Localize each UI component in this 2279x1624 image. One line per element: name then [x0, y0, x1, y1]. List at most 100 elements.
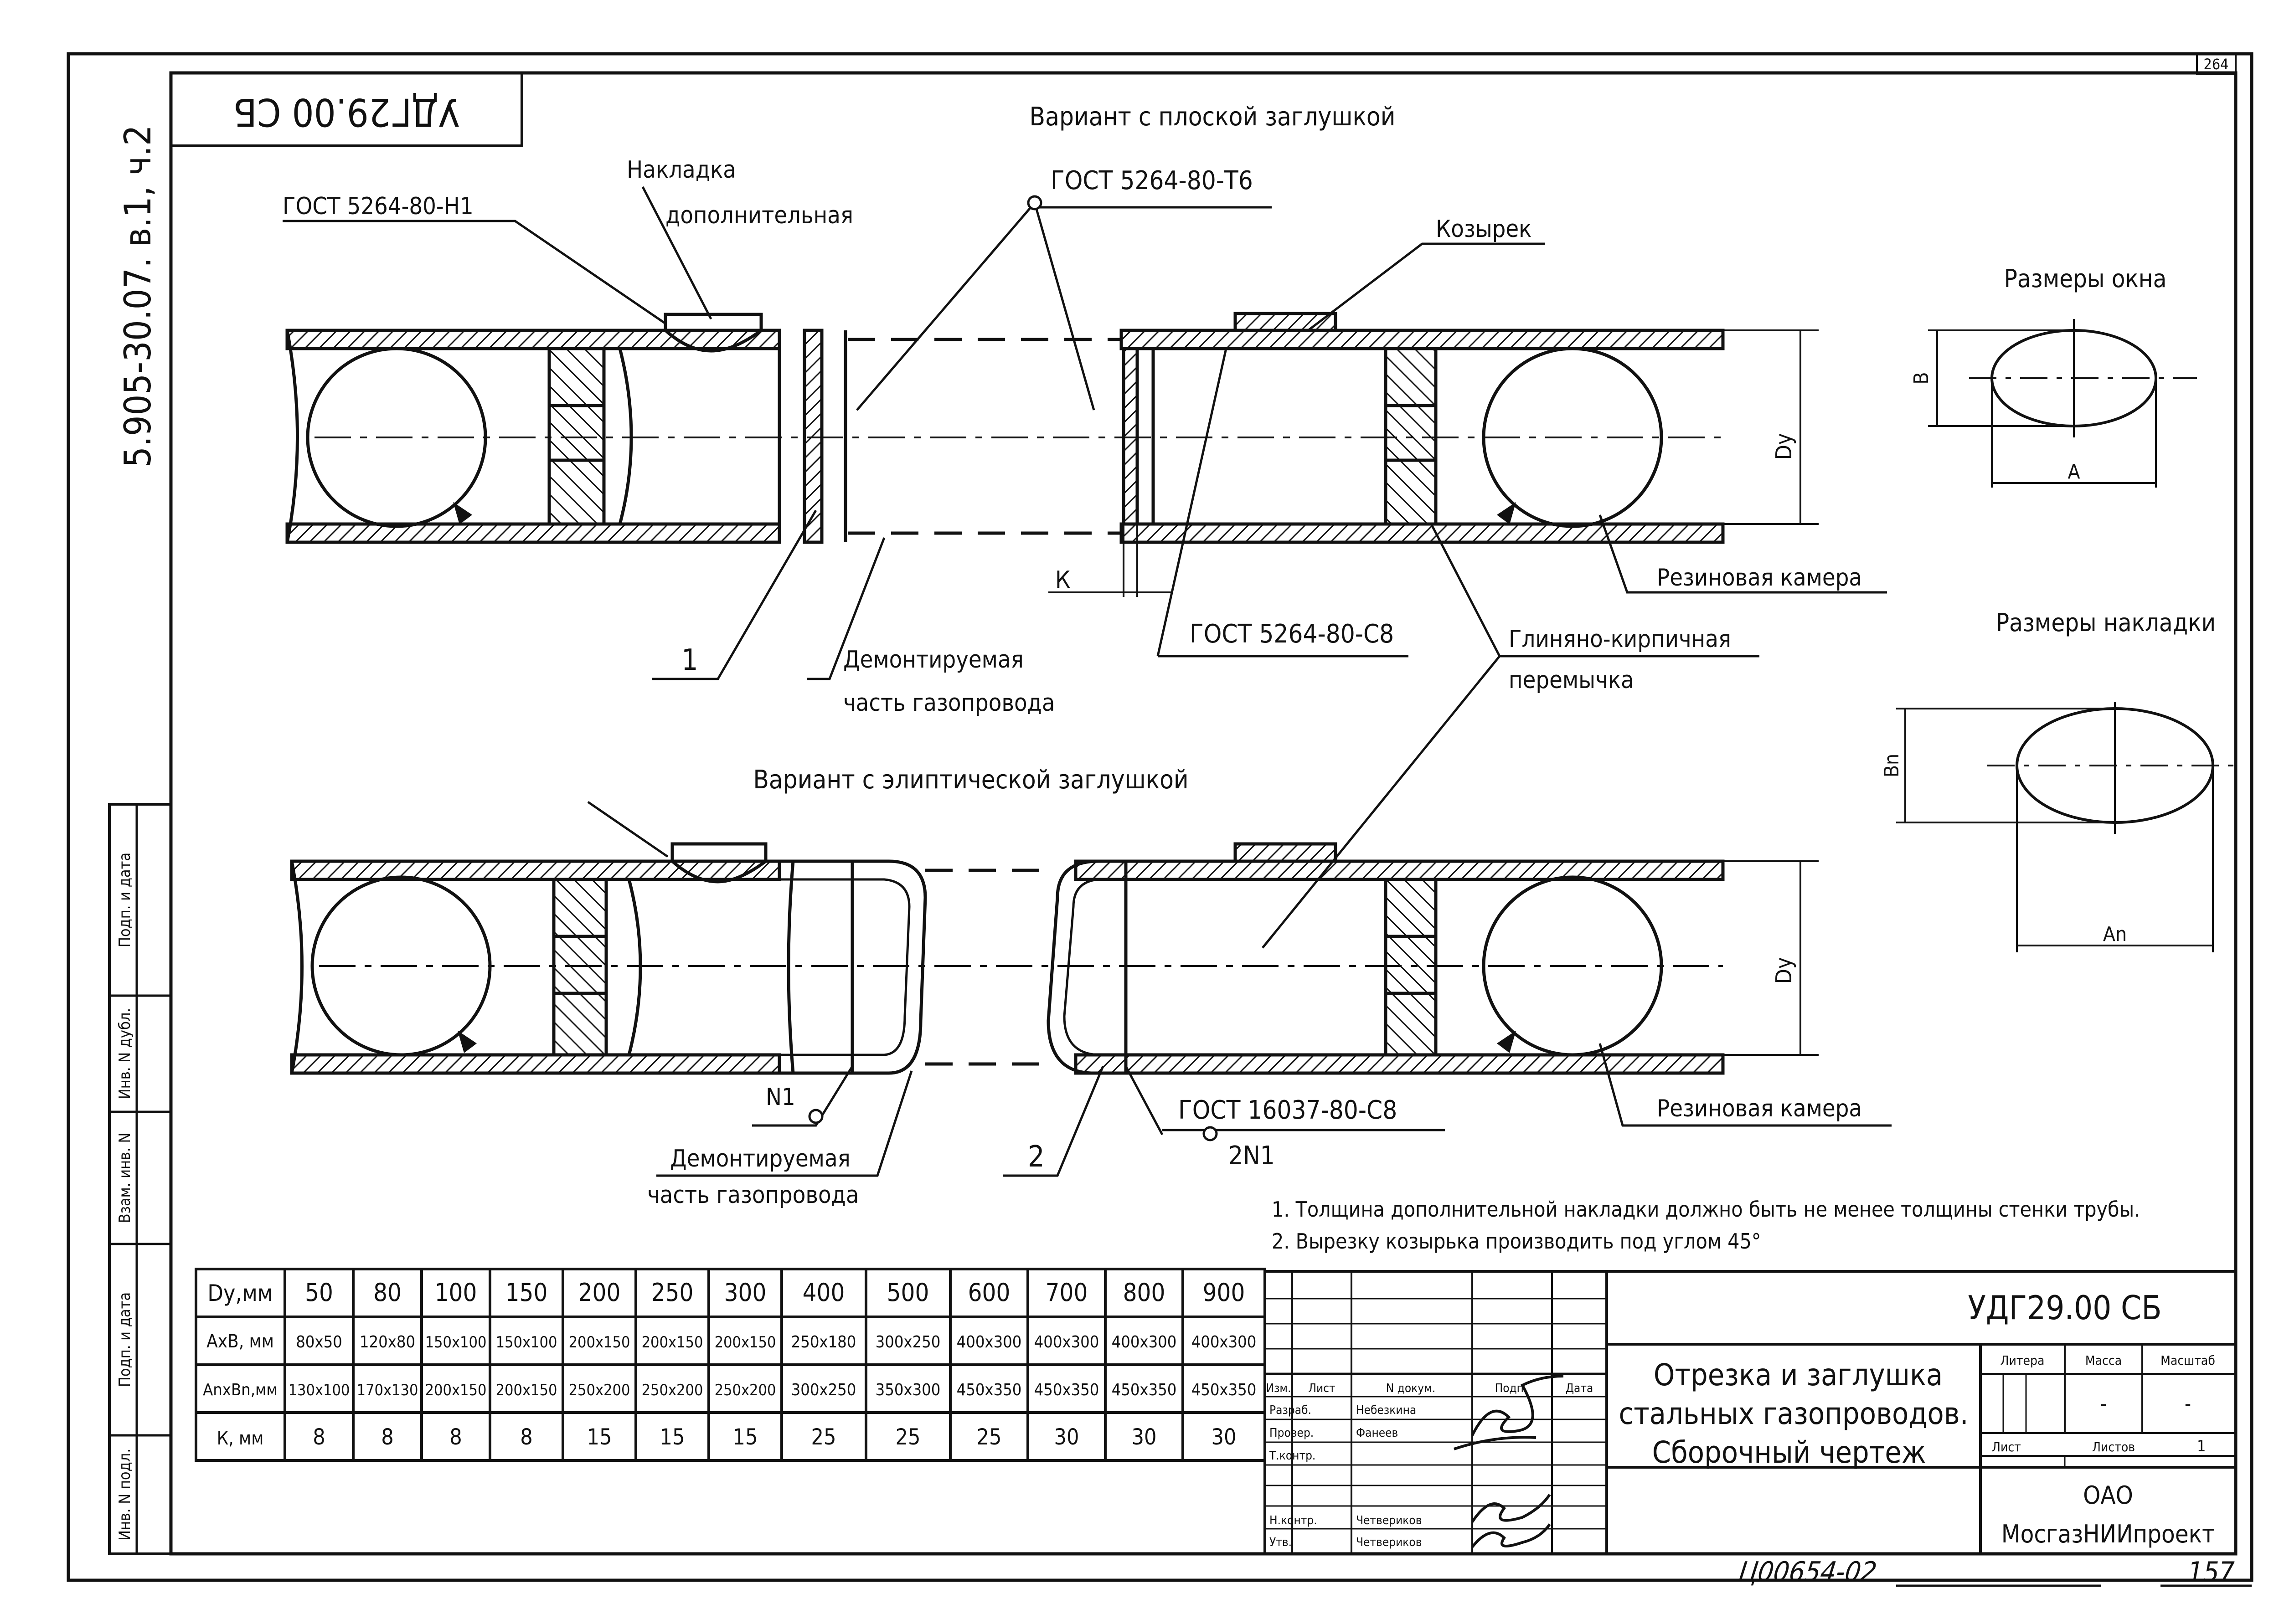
cell-1-0: АхВ, мм	[206, 1331, 274, 1352]
stamp-role-1: Разраб.	[1269, 1403, 1311, 1417]
label-clay-2: перемычка	[1509, 667, 1634, 694]
stamp-role-2: Провер.	[1269, 1426, 1314, 1440]
cell-1-7: 200х150	[715, 1333, 776, 1352]
cell-2-6: 250х200	[642, 1381, 703, 1399]
cell-0-7: 300	[724, 1278, 767, 1307]
label-dismount-bottom-2: часть газопровода	[647, 1182, 859, 1209]
side-stamp-5: Инв. N подл.	[116, 1449, 134, 1541]
label-dy-bottom: Dy	[1771, 957, 1797, 984]
label-rubber-bottom: Резиновая камера	[1657, 1095, 1862, 1122]
cell-0-2: 80	[373, 1278, 402, 1307]
label-an: Аn	[2103, 923, 2127, 946]
stamp-masshtab-value: -	[2185, 1392, 2191, 1415]
title-block	[1263, 1270, 2237, 1555]
side-stamp-2: Инв. N дубл.	[116, 1008, 134, 1099]
cell-2-0: АnхВn,мм	[203, 1381, 278, 1399]
cell-1-5: 200х150	[569, 1333, 630, 1352]
stamp-name-2: Фанеев	[1356, 1426, 1398, 1440]
note-1: 1. Толщина дополнительной накладки должн…	[1272, 1197, 2140, 1222]
stamp-name-4: Четвериков	[1356, 1514, 1422, 1527]
cell-3-13: 30	[1212, 1424, 1237, 1450]
cell-2-4: 200х150	[496, 1381, 557, 1399]
top-pipe	[285, 312, 1819, 597]
label-dismount-bottom-1: Демонтируемая	[670, 1145, 851, 1172]
stamp-listov-value: 1	[2197, 1437, 2206, 1455]
cell-1-6: 200х150	[642, 1333, 703, 1352]
label-window-size: Размеры окна	[2004, 264, 2167, 293]
sheet-corner-number: 264	[2204, 56, 2229, 73]
cell-0-13: 900	[1203, 1278, 1245, 1307]
stamp-name-5: Четвериков	[1356, 1536, 1422, 1549]
cell-1-4: 150х100	[496, 1333, 557, 1352]
outer-frame	[67, 52, 2253, 1582]
patch-dims	[1896, 702, 2243, 952]
stamp-role-4: Н.контр.	[1269, 1514, 1317, 1527]
cell-3-8: 25	[811, 1424, 836, 1450]
cell-3-12: 30	[1132, 1424, 1157, 1450]
stamp-doc-code: УДГ29.00 СБ	[1968, 1289, 2161, 1327]
signatures	[1454, 1375, 1564, 1548]
label-one: 1	[681, 643, 698, 677]
cell-2-13: 450х350	[1191, 1381, 1257, 1399]
label-dy-top: Dy	[1771, 433, 1797, 460]
stamp-col-list: Лист	[1308, 1382, 1335, 1395]
stamp-col-sign: Подп.	[1495, 1382, 1527, 1395]
side-stamp-1: Подп. и дата	[116, 853, 134, 947]
stamp-title-1: Отрезка и заглушка	[1654, 1357, 1943, 1393]
cell-0-12: 800	[1123, 1278, 1165, 1307]
cell-3-0: К, мм	[217, 1428, 264, 1449]
bottom-leaders	[587, 801, 1892, 1177]
cell-3-6: 15	[660, 1424, 685, 1450]
cell-1-12: 400х300	[1112, 1333, 1177, 1352]
cell-3-4: 8	[520, 1424, 532, 1450]
cell-2-7: 250х200	[715, 1381, 776, 1399]
label-2n1: 2N1	[1228, 1141, 1275, 1171]
stamp-org-2: МосгазНИИпроект	[2001, 1520, 2215, 1548]
archive-number: Ц00654-02	[1737, 1556, 1878, 1588]
title-elliptic-plug: Вариант с элиптической заглушкой	[753, 765, 1188, 795]
cell-2-5: 250х200	[569, 1381, 630, 1399]
stamp-list: Лист	[1992, 1439, 2021, 1454]
label-dismount-top-2: часть газопровода	[843, 689, 1055, 717]
label-gost-16037: ГОСТ 16037-80-С8	[1178, 1095, 1397, 1125]
cell-2-9: 350х300	[876, 1381, 941, 1399]
top-leaders	[283, 186, 1887, 949]
side-stamp: Подп. и дата Инв. N дубл. Взам. инв. N П…	[108, 803, 172, 1555]
cell-2-3: 200х150	[425, 1381, 487, 1399]
label-nakl2: дополнительная	[665, 202, 853, 229]
cell-1-11: 400х300	[1034, 1333, 1099, 1352]
label-rubber-top: Резиновая камера	[1657, 564, 1862, 591]
label-k: К	[1055, 566, 1070, 594]
stamp-title-2: стальных газопроводов.	[1619, 1396, 1968, 1431]
cell-2-2: 170х130	[357, 1381, 418, 1399]
stamp-col-doc: N докум.	[1386, 1382, 1435, 1395]
cell-3-3: 8	[449, 1424, 462, 1450]
stamp-org-1: ОАО	[2083, 1481, 2133, 1510]
stamp-litera: Литера	[2001, 1353, 2045, 1368]
stamp-role-3: Т.контр.	[1269, 1449, 1315, 1463]
cell-3-10: 25	[977, 1424, 1002, 1450]
cell-3-1: 8	[313, 1424, 325, 1450]
label-bn: Вn	[1880, 754, 1903, 777]
cell-3-2: 8	[381, 1424, 393, 1450]
label-dismount-top-1: Демонтируемая	[843, 646, 1024, 673]
cell-0-4: 150	[505, 1278, 548, 1307]
label-gost-t6: ГОСТ 5264-80-Т6	[1051, 166, 1253, 195]
cell-2-8: 300х250	[791, 1381, 856, 1399]
cell-2-10: 450х350	[957, 1381, 1022, 1399]
label-n1: N1	[766, 1084, 795, 1111]
cell-2-11: 450х350	[1034, 1381, 1099, 1399]
cell-1-13: 400х300	[1191, 1333, 1257, 1352]
stamp-role-5: Утв.	[1269, 1536, 1292, 1549]
cell-1-10: 400х300	[957, 1333, 1022, 1352]
cell-3-11: 30	[1054, 1424, 1079, 1450]
cell-0-6: 250	[651, 1278, 694, 1307]
page-number: 157	[2188, 1556, 2235, 1588]
cell-0-10: 600	[968, 1278, 1011, 1307]
series-code: 5.905-30.07. в.1, ч.2	[117, 125, 159, 468]
window-dims	[1928, 319, 2197, 488]
stamp-name-1: Небезкина	[1356, 1403, 1416, 1417]
label-a: А	[2068, 460, 2080, 483]
stamp-title-3: Сборочный чертеж	[1652, 1435, 1926, 1470]
